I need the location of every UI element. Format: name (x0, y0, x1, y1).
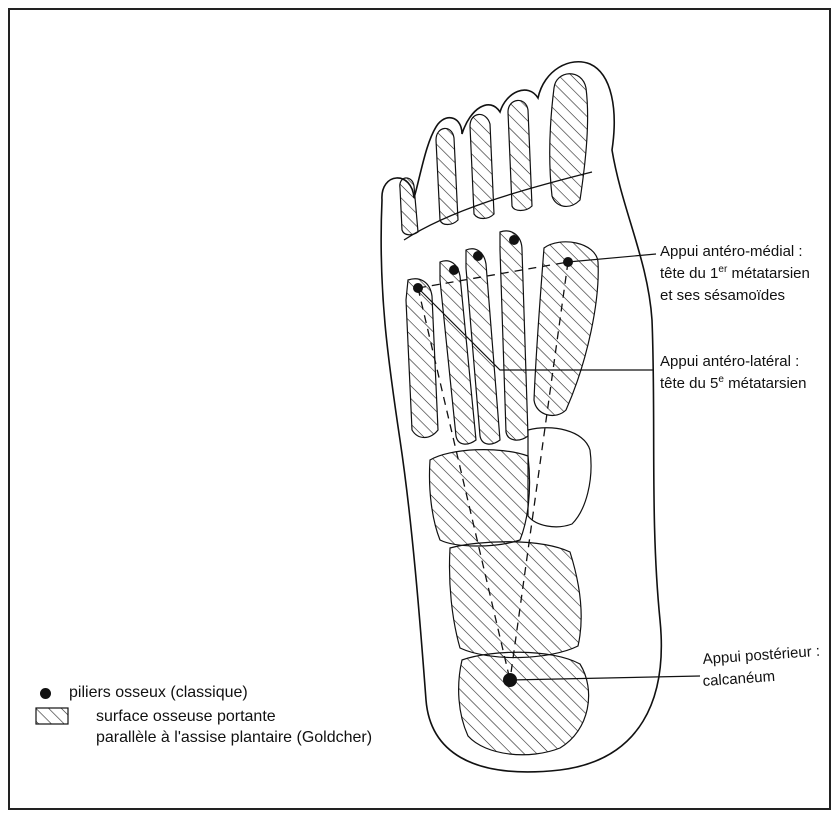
bone-pillar-dot-icon (40, 688, 51, 699)
hatched-surface-icon (36, 708, 68, 724)
antero-medial-line2: tête du 1er métatarsien (660, 264, 810, 284)
legend-item-hatched-surface: surface osseuse portante parallèle à l'a… (96, 706, 372, 748)
legend-pillars-label: piliers osseux (classique) (69, 682, 248, 703)
legend-hatch-label-line1: surface osseuse portante (96, 706, 276, 727)
antero-medial-line3: et ses sésamoïdes (660, 286, 785, 306)
tarsal-bones (429, 428, 591, 755)
legend-hatch-label-line2: parallèle à l'assise plantaire (Goldcher… (96, 727, 372, 748)
antero-lateral-line2: tête du 5e métatarsien (660, 374, 807, 394)
antero-medial-title: Appui antéro-médial : (660, 242, 803, 262)
pillar-4th-metatarsal (449, 265, 459, 275)
pillar-3rd-metatarsal (473, 251, 483, 261)
legend-item-pillars: piliers osseux (classique) (36, 682, 248, 703)
antero-lateral-title: Appui antéro-latéral : (660, 352, 799, 372)
pillar-2nd-metatarsal (509, 235, 519, 245)
toe-phalanges (400, 74, 588, 235)
